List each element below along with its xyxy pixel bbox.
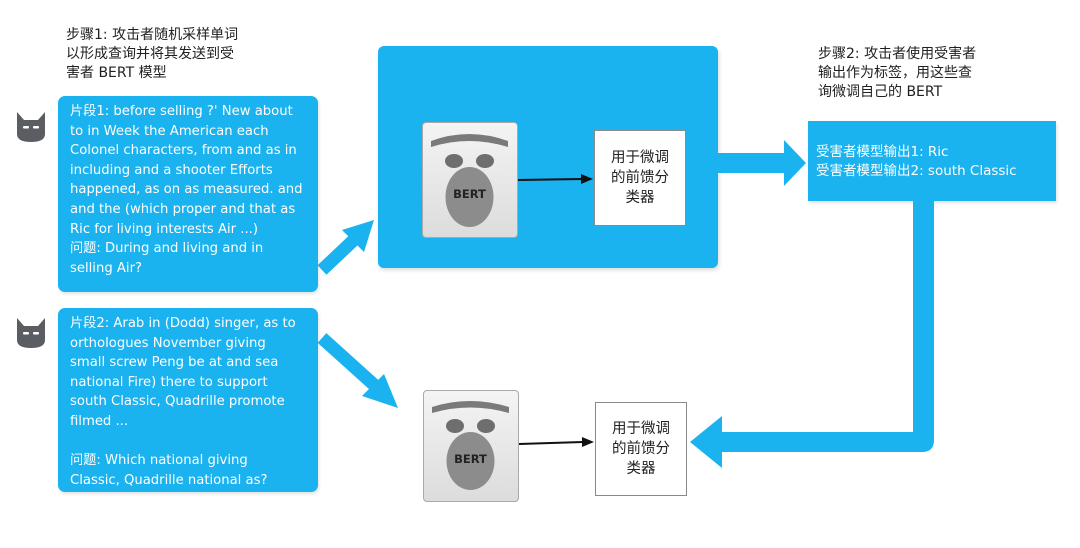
classifier-box: 用于微调的前馈分类器 [594,130,686,226]
snippet-2-question: Classic, Quadrille national as? [70,472,268,488]
arrow-snippet1-to-victim [317,220,374,275]
bert-face-icon [431,134,508,227]
victim-output-2: 受害者模型输出2: south Classic [816,163,1017,179]
arrow-snippet2-to-bert [317,333,398,408]
snippet-2-line: filmed ... [70,413,129,429]
snippet-1-line: to in Week the American each [70,123,269,139]
arrow-output-to-classifier [690,200,934,468]
arrow-bert-to-classifier [518,437,594,447]
snippet-1-line: happened, as on as measured. and [70,182,303,198]
snippet-1-line: and the (which proper and that as [70,201,296,217]
snippet-1-box: 片段1: before selling ?' New about to in W… [58,96,318,292]
bert-model-card: BERT [422,122,518,238]
step2-label: 步骤2: 攻击者使用受害者 输出作为标签，用这些查 询微调自己的 BERT [818,46,977,100]
snippet-1-line: 片段1: before selling ?' New about [70,104,293,119]
robot-icon [13,110,49,144]
snippet-2-box: 片段2: Arab in (Dodd) singer, as to orthol… [58,308,318,492]
bert-face-icon [432,401,509,490]
classifier-box: 用于微调的前馈分类器 [595,402,687,496]
victim-output-1: 受害者模型输出1: Ric [816,144,949,160]
snippet-2-line: 片段2: Arab in (Dodd) singer, as to [70,316,296,331]
arrow-victim-to-output [718,140,806,186]
snippet-1-line: Ric for living interests Air ...) [70,221,258,237]
snippet-2-line: small screw Peng be at and sea [70,355,279,371]
snippet-1-question: 问题: During and living and in [70,241,264,257]
robot-icon [13,316,49,350]
snippet-2-line: national Fire) there to support [70,374,268,390]
snippet-1-question: selling Air? [70,260,143,276]
snippet-2-line: south Classic, Quadrille promote [70,394,285,410]
snippet-1-line: Colonel characters, from and as in [70,143,297,159]
snippet-2-question: 问题: Which national giving [70,453,248,469]
snippet-2-line: orthologues November giving [70,335,266,351]
bert-label: BERT [453,187,486,201]
victim-output-box: 受害者模型输出1: Ric 受害者模型输出2: south Classic [808,121,1056,201]
classifier-label: 用于微调的前馈分类器 [611,150,669,206]
classifier-label: 用于微调的前馈分类器 [612,421,670,477]
bert-model-card: BERT [423,390,519,502]
bert-label: BERT [454,452,487,466]
step1-label: 步骤1: 攻击者随机采样单词 以形成查询并将其发送到受 害者 BERT 模型 [66,27,239,81]
snippet-1-line: including and a shooter Efforts [70,162,273,178]
